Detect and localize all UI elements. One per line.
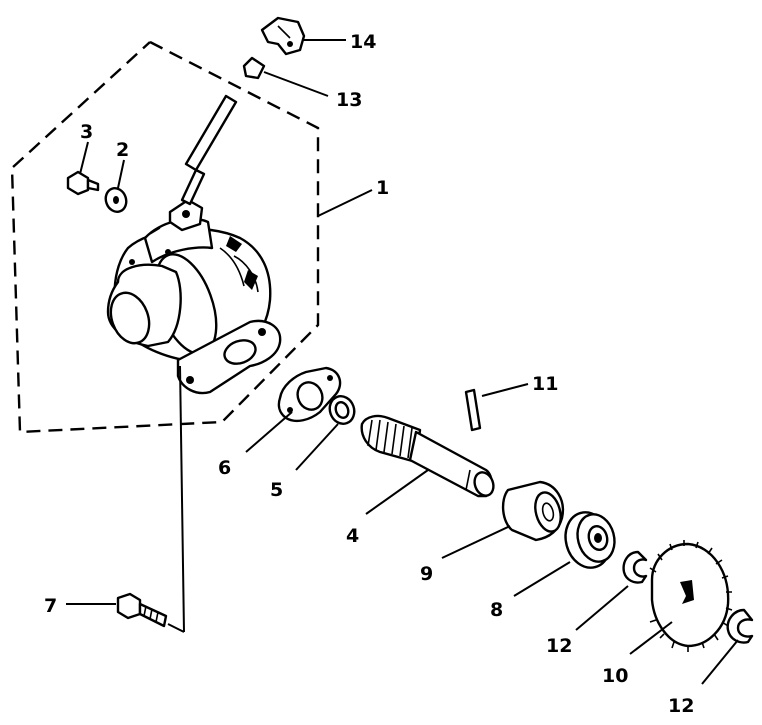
part-9-bushing [501, 480, 565, 542]
part-5-seal [328, 395, 356, 425]
leader-lines [66, 39, 739, 685]
callout-11: 11 [532, 373, 558, 395]
part-12a-circlip [622, 550, 648, 584]
part-2-washer [104, 187, 128, 213]
callout-9: 9 [420, 563, 433, 585]
callout-4: 4 [346, 525, 359, 547]
callout-5: 5 [270, 479, 283, 501]
pump-body [106, 198, 282, 395]
callout-2: 2 [116, 139, 129, 161]
part-14-clip [260, 16, 306, 56]
callout-13: 13 [336, 89, 362, 111]
callout-1: 1 [376, 177, 389, 199]
callout-12a: 12 [546, 635, 572, 657]
callout-12b: 12 [668, 695, 694, 717]
part-3-screw [66, 170, 100, 196]
part-8-bearing [564, 511, 616, 569]
assembly-outline [10, 40, 320, 434]
hose-pipe [180, 94, 238, 206]
part-7-bolt [116, 592, 168, 628]
part-10-gear [649, 540, 733, 652]
part-11-pin [464, 388, 482, 432]
callout-3: 3 [80, 121, 93, 143]
callout-8: 8 [490, 599, 503, 621]
part-13-joint [242, 56, 266, 80]
callout-7: 7 [44, 595, 57, 617]
part-6-gasket [277, 366, 342, 423]
callout-14: 14 [350, 31, 376, 53]
part-4-shaft [360, 414, 495, 498]
part-12b-circlip [726, 608, 754, 644]
callout-10: 10 [602, 665, 628, 687]
callout-6: 6 [218, 457, 231, 479]
